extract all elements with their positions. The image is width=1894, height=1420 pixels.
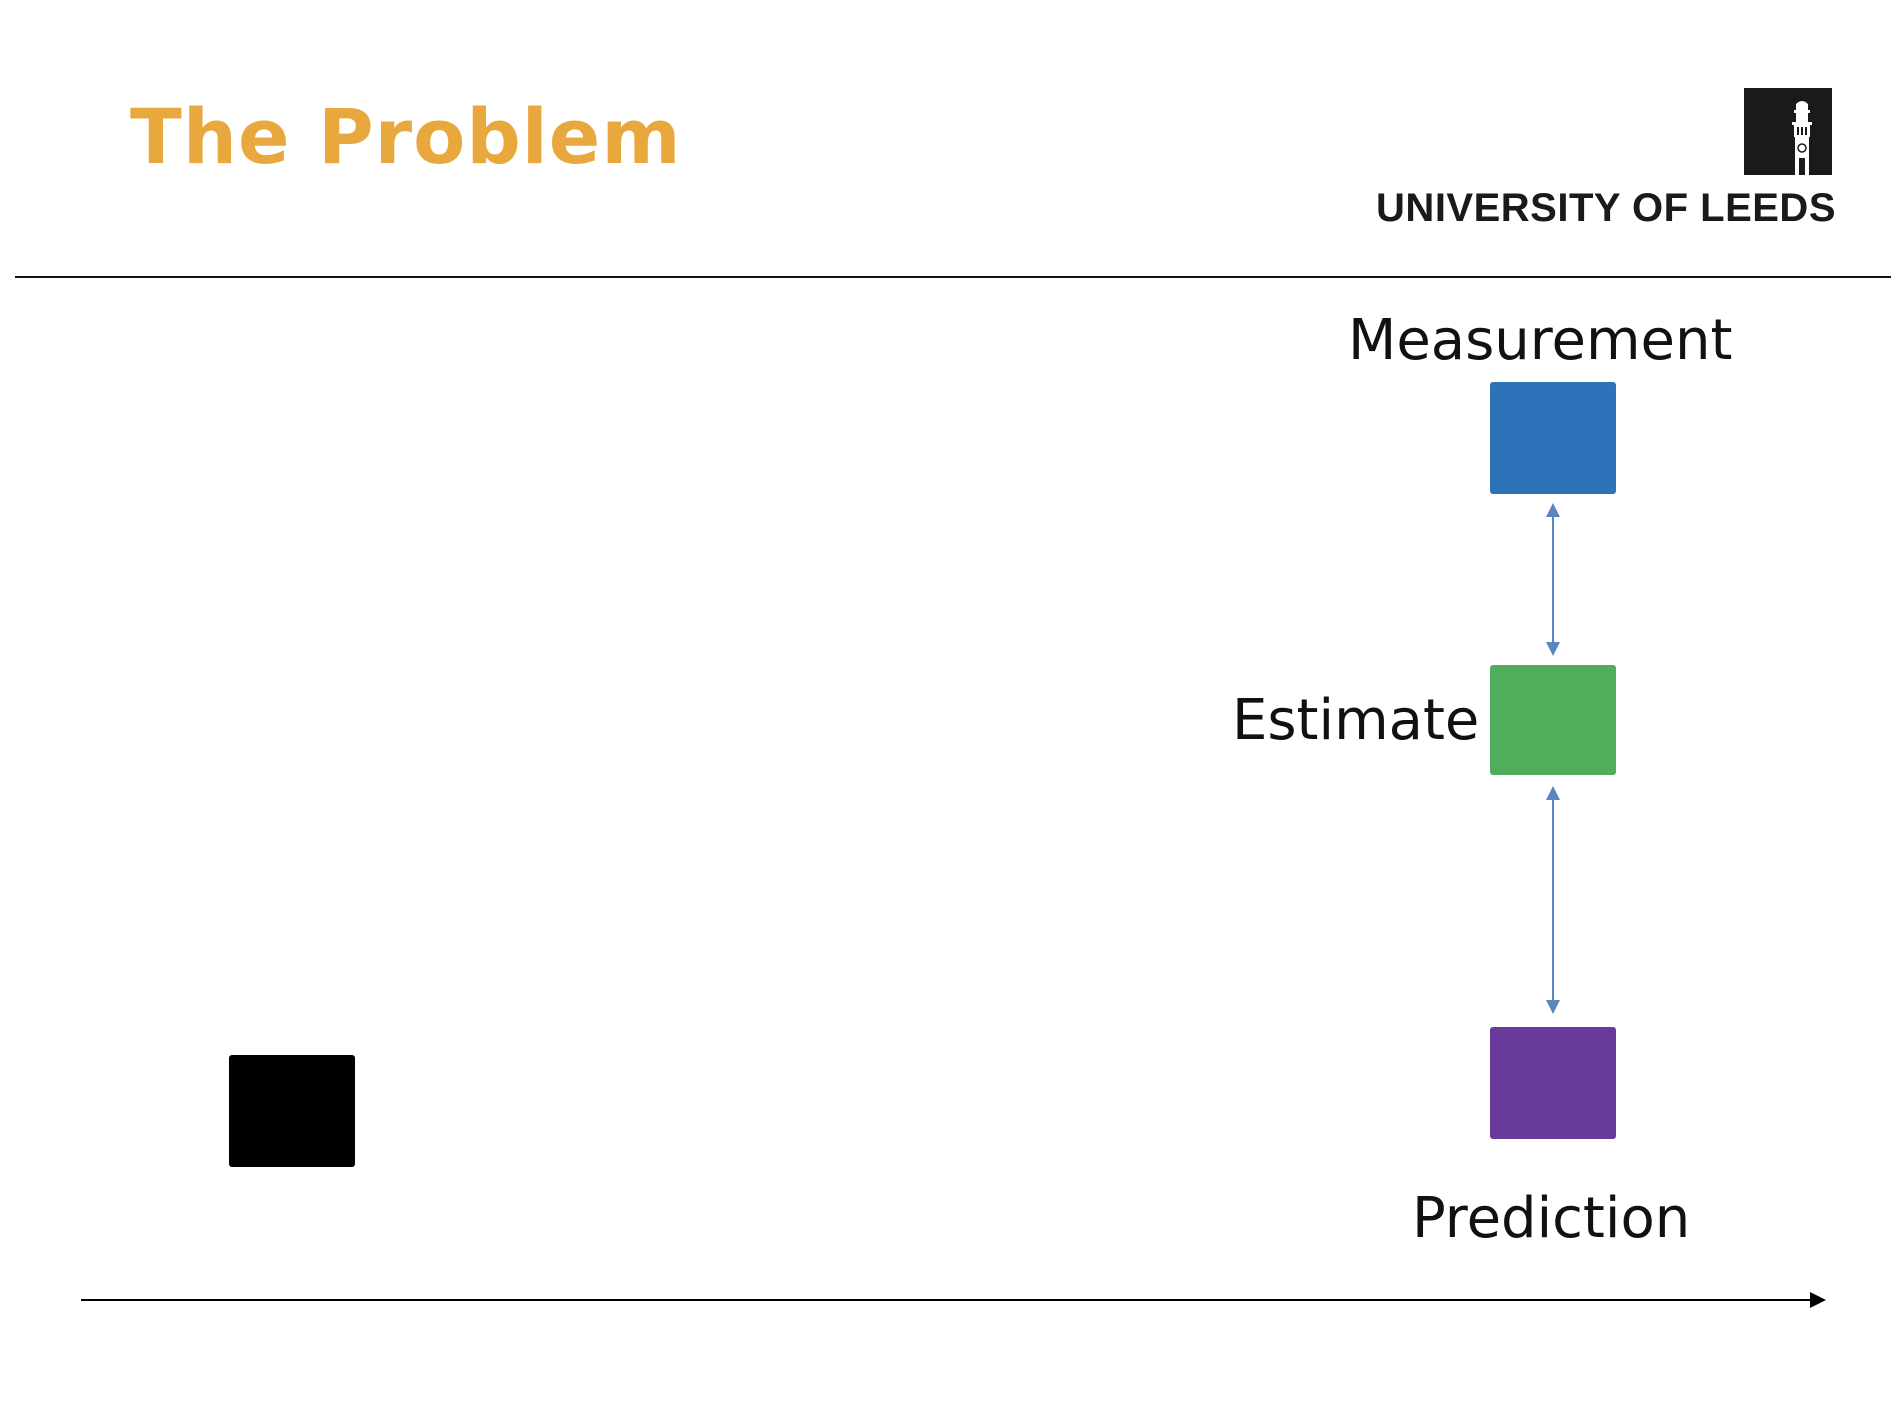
measurement-box	[1490, 382, 1616, 494]
university-logo: UNIVERSITY OF LEEDS	[1352, 88, 1836, 233]
header-divider	[15, 276, 1891, 278]
prediction-label: Prediction	[1412, 1186, 1691, 1251]
measurement-estimate-connector	[1546, 503, 1560, 656]
estimate-box	[1490, 665, 1616, 775]
measurement-label: Measurement	[1348, 308, 1733, 373]
start-state-box	[229, 1055, 355, 1167]
timeline-arrow	[81, 1292, 1826, 1308]
clock-tower-icon	[1744, 88, 1832, 175]
prediction-box	[1490, 1027, 1616, 1139]
university-name: UNIVERSITY OF LEEDS	[1376, 186, 1836, 230]
estimate-prediction-connector	[1546, 786, 1560, 1014]
slide-title: The Problem	[130, 92, 682, 181]
estimate-label: Estimate	[1232, 688, 1480, 753]
